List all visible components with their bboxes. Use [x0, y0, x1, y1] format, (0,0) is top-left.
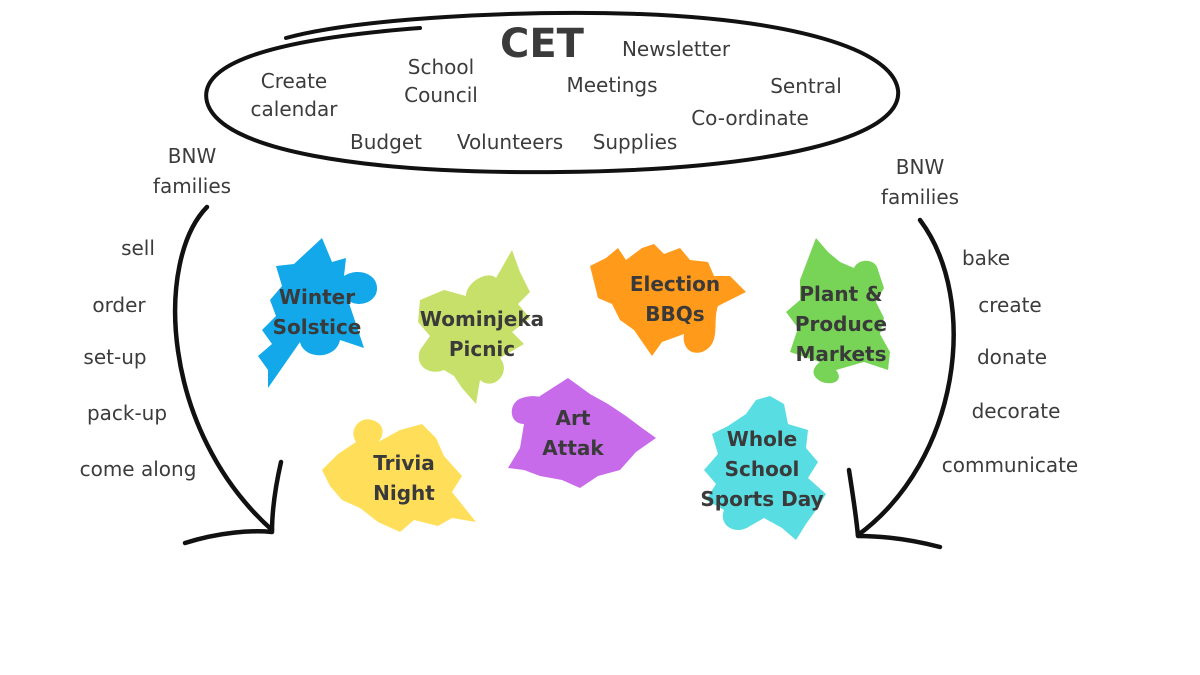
left-action: come along [79, 457, 197, 481]
left-arrowhead [182, 459, 284, 546]
puzzle-piece-art-attak [508, 378, 656, 488]
puzzle-piece-election-bbqs [590, 244, 746, 356]
left-flow-arrow [172, 204, 275, 533]
right-source-line1: BNW [895, 155, 945, 179]
cet-title: CET [500, 21, 584, 67]
right-action: communicate [941, 453, 1079, 477]
task-meetings: Meetings [566, 73, 658, 97]
task-supplies: Supplies [592, 130, 678, 154]
left-action: pack-up [86, 401, 168, 425]
right-arrowhead [846, 467, 943, 550]
task-budget: Budget [350, 130, 422, 154]
task-coordinate: Co-ordinate [691, 106, 809, 130]
puzzle-piece-sports-day [704, 396, 826, 540]
task-volunteers: Volunteers [456, 130, 564, 154]
right-action: bake [961, 246, 1011, 270]
right-flow-arrow [855, 217, 956, 538]
puzzle-piece-wominjeka-picnic [418, 250, 530, 404]
task-council: Council [404, 83, 478, 107]
task-sentral: Sentral [770, 74, 842, 98]
task-newsletter: Newsletter [621, 37, 731, 61]
left-source-line2: families [152, 174, 232, 198]
left-action: set-up [83, 345, 147, 369]
left-action: order [92, 293, 146, 317]
task-create: Create [260, 69, 328, 93]
puzzle-piece-trivia-night [322, 419, 476, 532]
left-source-line1: BNW [167, 144, 217, 168]
puzzle-piece-winter-solstice [258, 238, 378, 388]
puzzle-piece-plant-produce [786, 238, 890, 384]
right-action: create [978, 293, 1042, 317]
cet-ellipse [204, 11, 901, 175]
right-action: decorate [971, 399, 1061, 423]
task-calendar: calendar [250, 97, 338, 121]
task-school: School [407, 55, 475, 79]
right-action: donate [976, 345, 1047, 369]
right-source-line2: families [880, 185, 960, 209]
left-action: sell [121, 236, 155, 260]
